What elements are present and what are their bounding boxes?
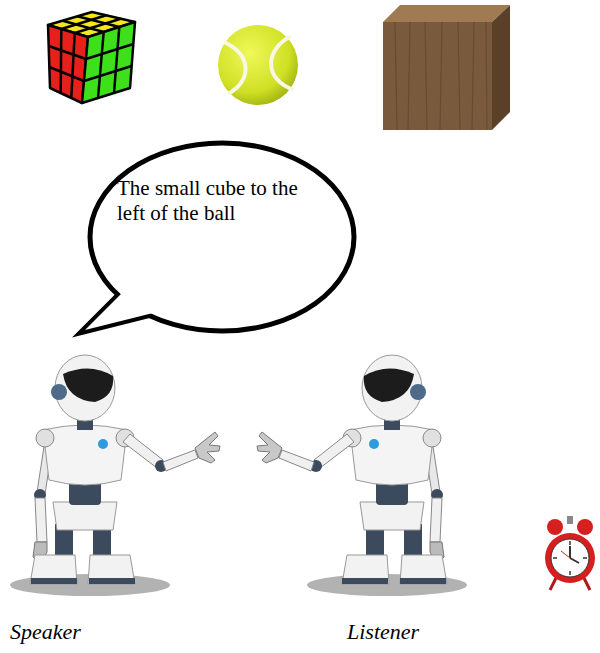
listener-robot [257,355,467,596]
alarm-clock [545,516,595,590]
role-label: Listener [347,619,419,645]
tennis-ball [218,25,298,105]
bubble-outline [87,140,357,334]
rubiks-cube [48,12,135,103]
speech-bubble: The small cube to the left of the ball [87,140,357,334]
wooden-cube [383,5,510,130]
speech-text: The small cube to the left of the ball [117,176,322,226]
role-label: Speaker [10,619,81,645]
speaker-robot [10,355,220,596]
